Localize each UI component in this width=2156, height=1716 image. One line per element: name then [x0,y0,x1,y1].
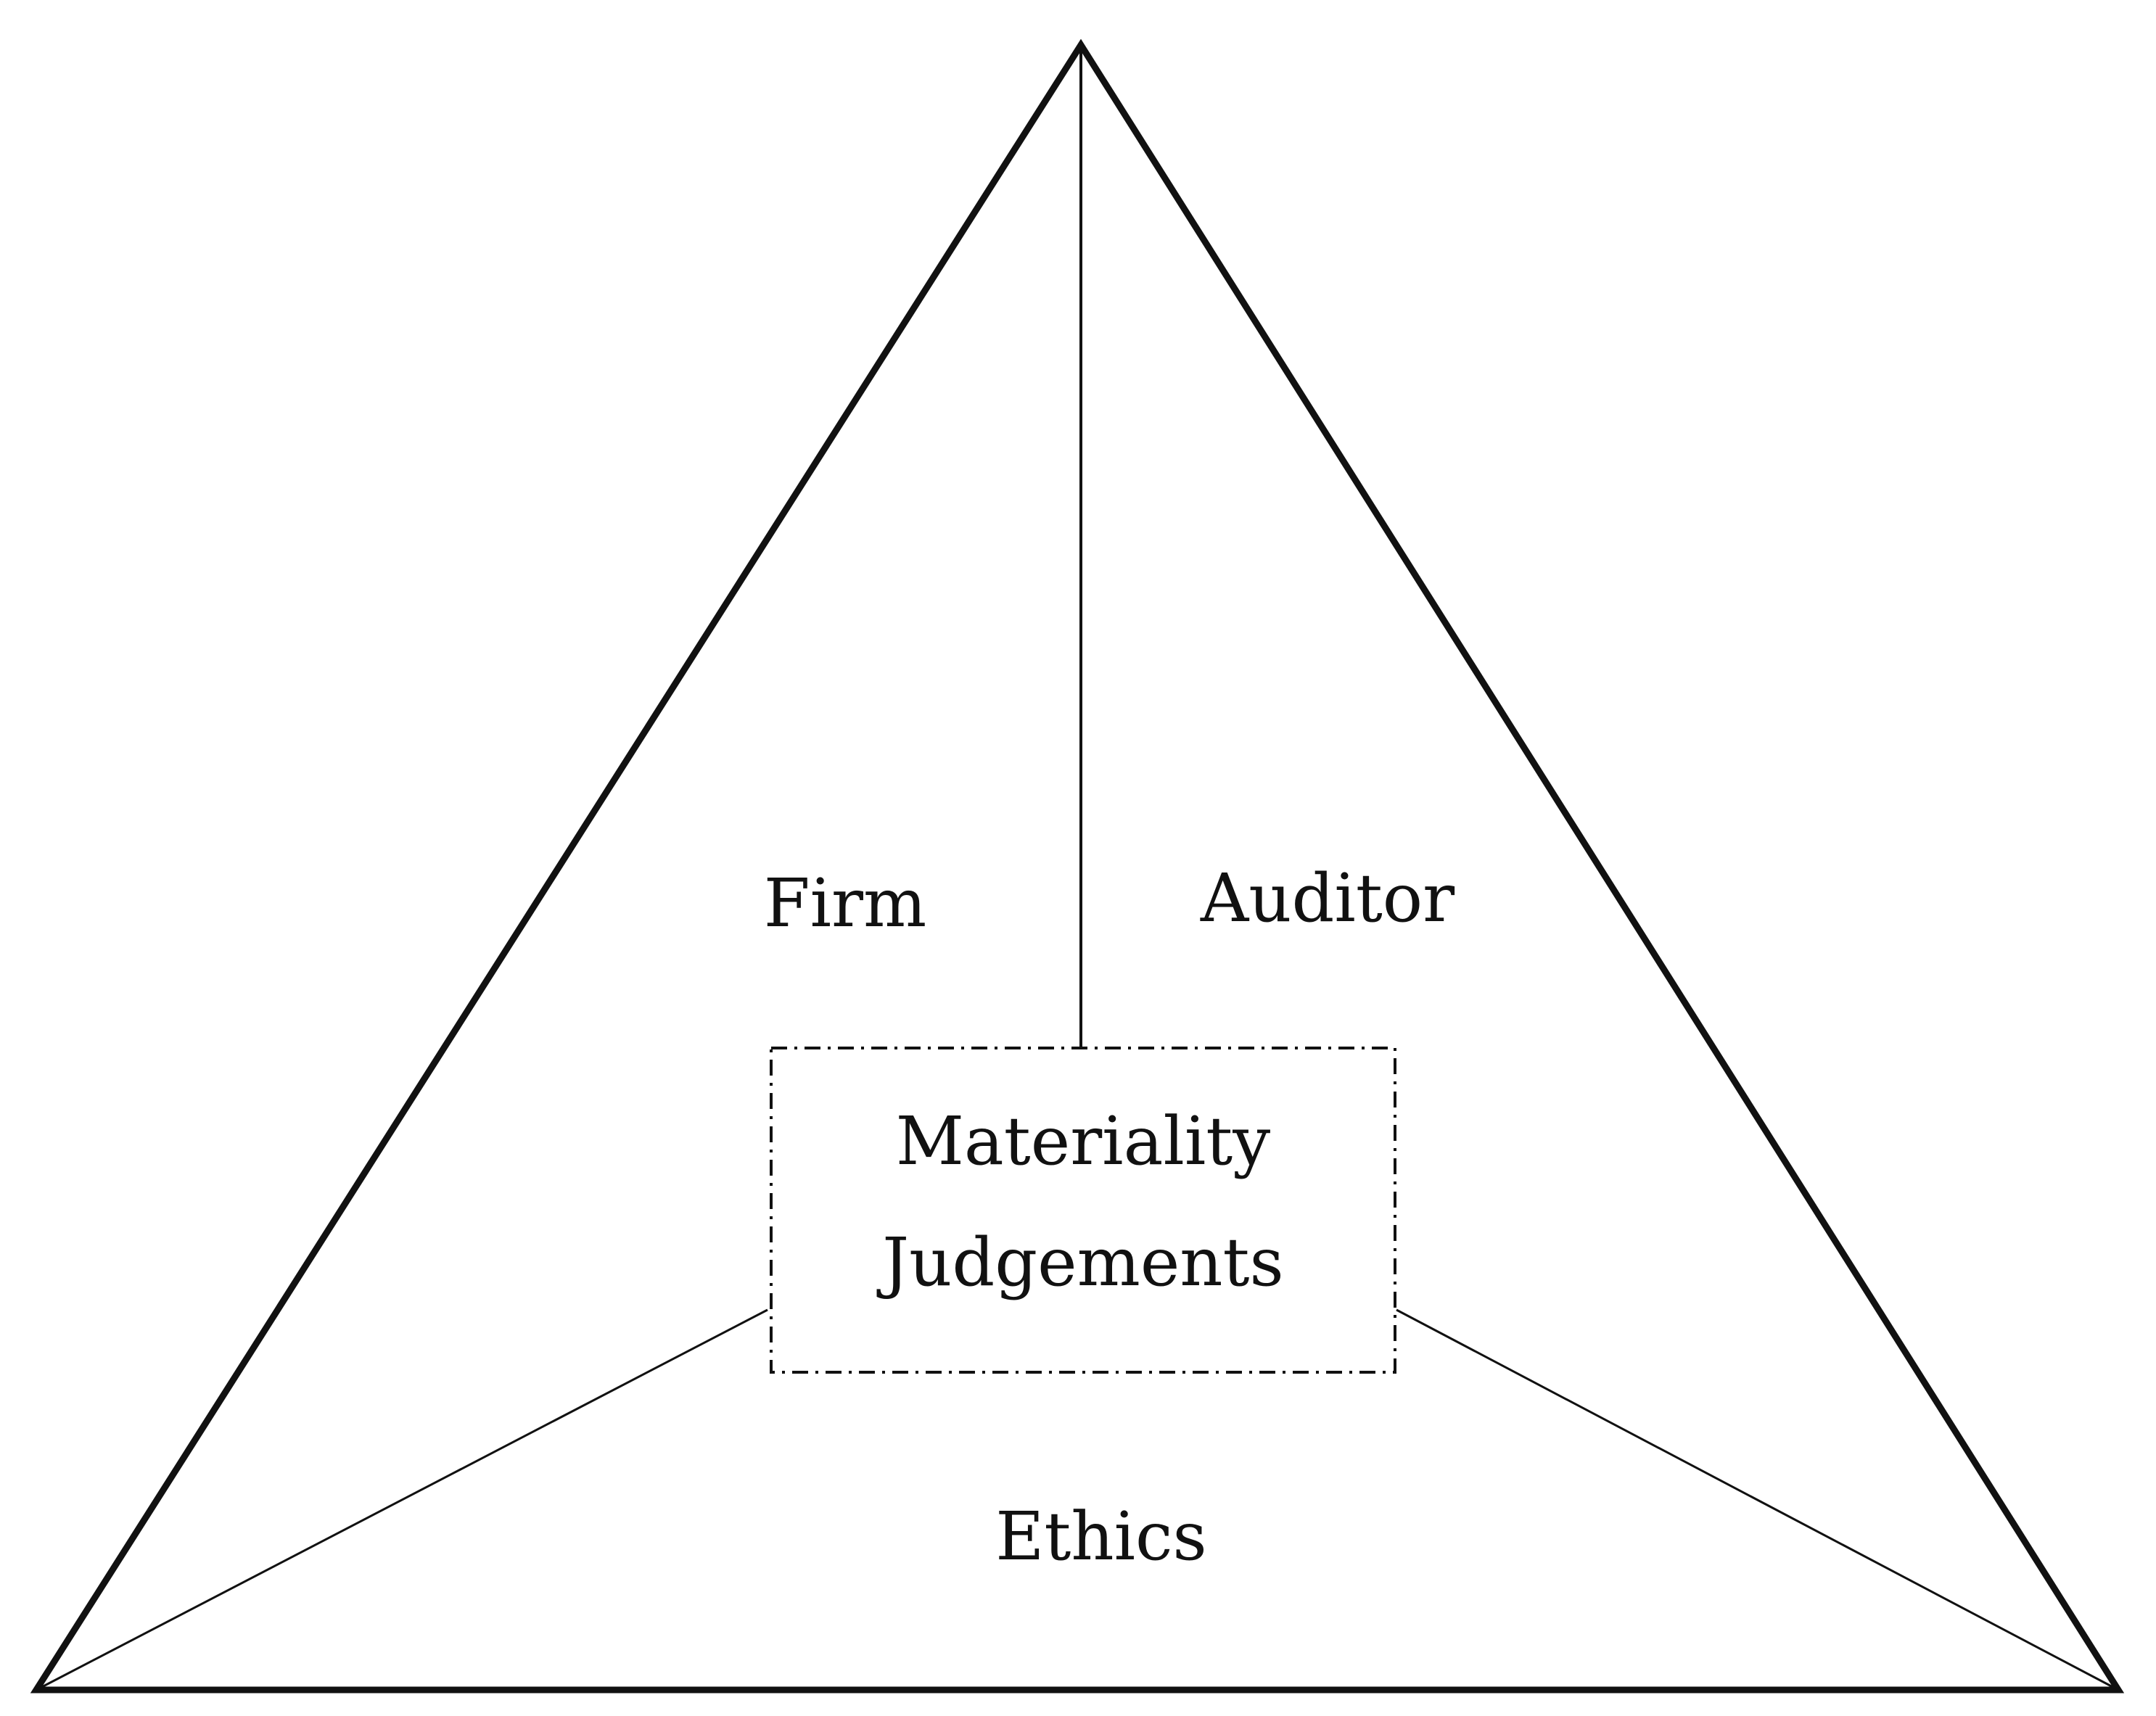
region-label-ethics: Ethics [995,1498,1207,1575]
center-label-line1: Materiality [896,1102,1271,1180]
region-label-auditor: Auditor [1200,859,1455,937]
divider-auditor-ethics [1396,1308,2119,1691]
center-label-line2: Judgements [876,1224,1283,1301]
outer-triangle [30,38,2125,1694]
region-label-firm: Firm [764,865,926,942]
materiality-judgements-box [770,1047,1396,1374]
divider-firm-ethics [36,1308,768,1691]
